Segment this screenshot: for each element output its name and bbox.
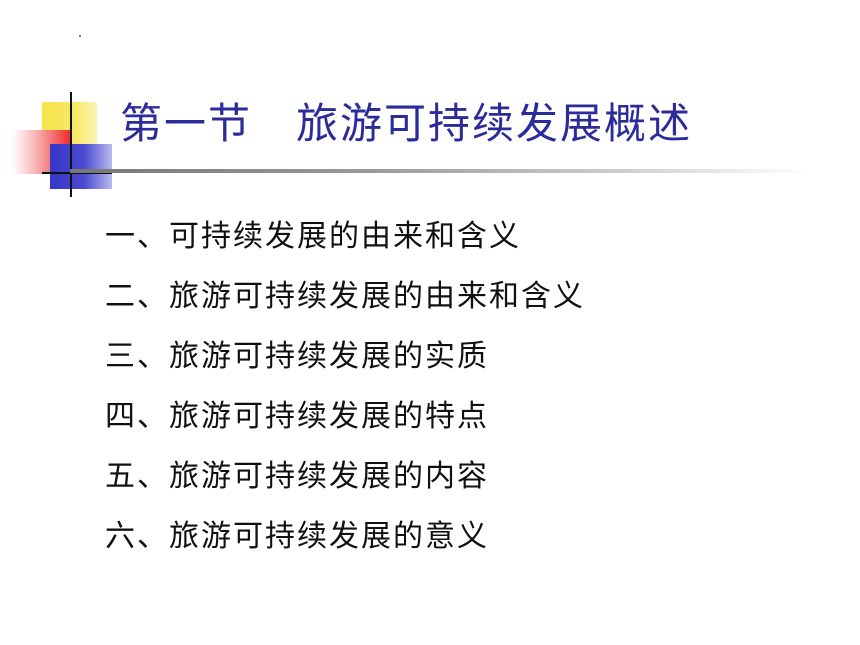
list-item: 六、旅游可持续发展的意义 <box>105 519 489 554</box>
section-list: 一、可持续发展的由来和含义 二、旅游可持续发展的由来和含义 三、旅游可持续发展的… <box>105 214 585 574</box>
list-item: 二、旅游可持续发展的由来和含义 <box>105 279 585 314</box>
list-item: 五、旅游可持续发展的内容 <box>105 459 489 494</box>
decorative-dot <box>79 35 81 37</box>
list-item: 一、可持续发展的由来和含义 <box>105 219 521 254</box>
short-horizontal-rule <box>42 172 112 174</box>
vertical-rule <box>70 92 72 197</box>
slide-title: 第一节 旅游可持续发展概述 <box>120 99 693 148</box>
list-item: 四、旅游可持续发展的特点 <box>105 399 489 434</box>
title-underline <box>70 169 810 173</box>
list-item: 三、旅游可持续发展的实质 <box>105 339 489 374</box>
blue-block <box>50 144 112 189</box>
corner-decoration <box>0 0 140 200</box>
